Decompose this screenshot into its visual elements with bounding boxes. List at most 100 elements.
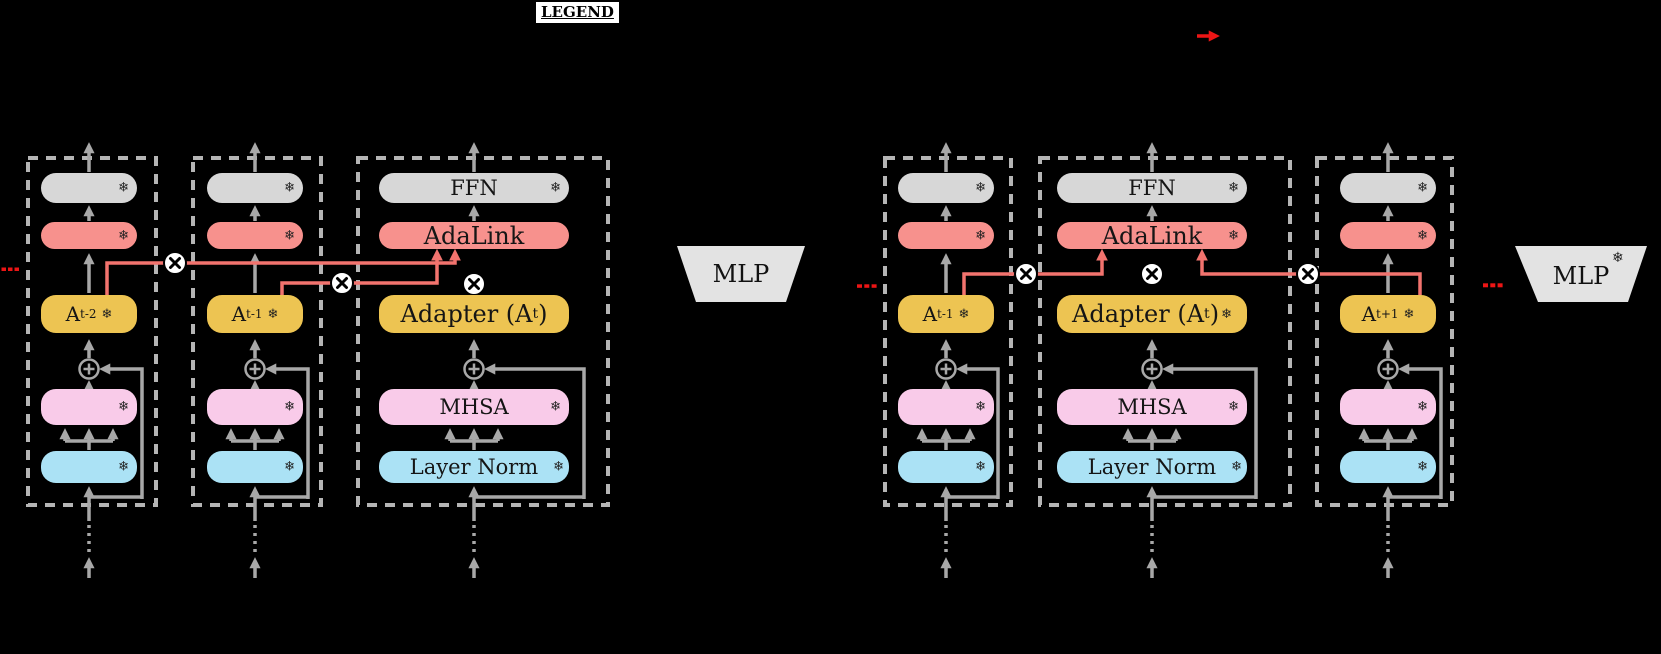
multiply-gate-icon: [163, 251, 187, 275]
adapter-symbol: A: [65, 302, 81, 326]
frozen-icon: ❄: [1417, 180, 1428, 196]
layernorm-label: Layer Norm: [1087, 455, 1217, 479]
mlp-trapezoid-train: [677, 246, 805, 302]
frozen-ffn-box: ❄: [898, 173, 994, 203]
frozen-icon: ❄: [1612, 250, 1624, 266]
multiply-gate-icon: [330, 271, 354, 295]
adapter-symbol: A: [231, 302, 247, 326]
frozen-icon: ❄: [284, 180, 295, 196]
frozen-icon: ❄: [284, 399, 295, 415]
block-wires-train-t-1: [225, 142, 310, 578]
multiply-gate-icon: [1014, 262, 1038, 286]
adapter-text: ): [538, 300, 548, 328]
frozen-icon: ❄: [975, 399, 986, 415]
multiply-gate-icon: [1296, 262, 1320, 286]
adapter-text: Adapter (A: [1072, 300, 1205, 328]
frozen-icon: ❄: [1231, 459, 1242, 475]
block-wires-train-t-2: [59, 142, 144, 578]
legend-title-text: LEGEND: [541, 3, 614, 21]
mhsa-label: MHSA: [1117, 395, 1187, 419]
frozen-adalink-box: ❄: [41, 222, 137, 249]
mhsa-box: MHSA ❄: [379, 389, 569, 425]
frozen-icon: ❄: [1417, 228, 1428, 243]
ffn-label: FFN: [450, 176, 498, 200]
multiply-gate-icon: [462, 272, 486, 296]
add-icon: [1141, 358, 1163, 380]
frozen-ffn-box: ❄: [207, 173, 303, 203]
mlp-label: MLP: [712, 260, 770, 288]
adapter-text: ): [1209, 300, 1220, 328]
add-icon: [935, 358, 957, 380]
frozen-icon: ❄: [1403, 306, 1415, 322]
ffn-box: FFN ❄: [379, 173, 569, 203]
frozen-adalink-box: ❄: [1340, 222, 1436, 249]
frozen-mhsa-box: ❄: [207, 389, 303, 425]
frozen-adalink-box: ❄: [207, 222, 303, 249]
frozen-icon: ❄: [975, 228, 986, 243]
block-border-t: [356, 156, 610, 507]
block-border-t-2: [26, 156, 158, 507]
frozen-layernorm-box: ❄: [898, 451, 994, 483]
block-border-infer-t-plus-1: [1315, 156, 1454, 507]
frozen-icon: ❄: [1221, 306, 1232, 322]
frozen-mhsa-box: ❄: [898, 389, 994, 425]
adapter-text: Adapter (A: [400, 300, 533, 328]
frozen-icon: ❄: [1228, 228, 1239, 243]
adapter-superscript: t-1: [246, 307, 263, 321]
frozen-icon: ❄: [118, 228, 129, 243]
frozen-mhsa-box: ❄: [41, 389, 137, 425]
frozen-icon: ❄: [550, 180, 561, 196]
frozen-mhsa-box: ❄: [1340, 389, 1436, 425]
frozen-ffn-box: ❄: [1340, 173, 1436, 203]
layernorm-label: Layer Norm: [409, 455, 539, 479]
mhsa-box: MHSA ❄: [1057, 389, 1247, 425]
adapter-superscript: t: [532, 306, 539, 322]
block-border-infer-t: [1038, 156, 1292, 507]
transformer-block-borders: [26, 156, 1454, 507]
frozen-ffn-box: ❄: [41, 173, 137, 203]
frozen-icon: ❄: [284, 228, 295, 243]
block-wires-train-t: [444, 142, 586, 578]
frozen-icon: ❄: [1228, 180, 1239, 196]
adalink-box: AdaLink: [379, 222, 569, 250]
frozen-icon: ❄: [958, 306, 970, 322]
frozen-icon: ❄: [1417, 399, 1428, 415]
block-wires-infer-t: [1122, 142, 1258, 578]
add-icon: [244, 358, 266, 380]
ellipsis-dots-icon: [1, 267, 19, 271]
frozen-icon: ❄: [118, 459, 129, 475]
adalink-label: AdaLink: [1101, 221, 1203, 250]
multiply-gate-icon: [1140, 262, 1164, 286]
legend-title: LEGEND: [536, 2, 619, 23]
block-border-infer-t-1: [883, 156, 1013, 507]
layernorm-box: Layer Norm ❄: [379, 451, 569, 483]
ellipsis-dots-icon: [1483, 283, 1503, 288]
adapter-symbol: A: [922, 302, 938, 326]
add-icon: [78, 358, 100, 380]
frozen-icon: ❄: [975, 459, 986, 475]
frozen-icon: ❄: [101, 306, 113, 322]
frozen-adalink-box: ❄: [898, 222, 994, 249]
gate-wire-from-a-t-1: [280, 248, 443, 295]
add-icon: [463, 358, 485, 380]
frozen-icon: ❄: [118, 399, 129, 415]
block-wires-infer-t-plus-1: [1358, 142, 1443, 578]
gate-wire-from-a-t-2: [105, 248, 461, 295]
frozen-layernorm-box: ❄: [1340, 451, 1436, 483]
mhsa-label: MHSA: [439, 395, 509, 419]
ellipsis-dots-icon: [857, 284, 877, 288]
frozen-layernorm-box: ❄: [41, 451, 137, 483]
frozen-icon: ❄: [267, 306, 279, 322]
